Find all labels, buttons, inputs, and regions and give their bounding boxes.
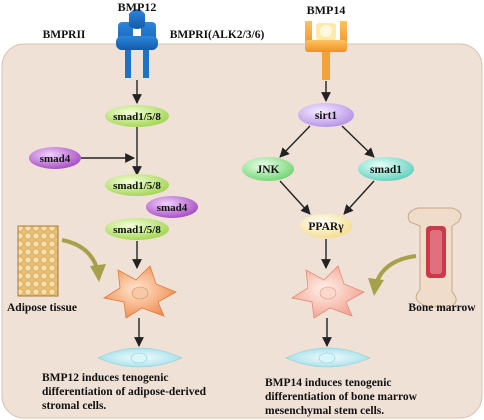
adipose-tissue-label: Adipose tissue bbox=[7, 302, 77, 314]
bone-marrow-label: Bone marrow bbox=[408, 302, 476, 314]
tenocyte-left-nucleus bbox=[130, 352, 148, 364]
smad158-label-c: smad1/5/8 bbox=[113, 224, 161, 236]
sirt1-node bbox=[298, 103, 354, 127]
tenocyte-right-nucleus bbox=[318, 352, 336, 364]
right-outcome-line3: mesenchymal stem cells. bbox=[265, 405, 384, 417]
stromal-cell-nucleus bbox=[131, 286, 149, 300]
bmpri-label: BMPRI(ALK2/3/6) bbox=[170, 29, 265, 41]
bone-marrow-image bbox=[407, 207, 462, 309]
ppar-gamma-label: PPARγ bbox=[308, 221, 344, 233]
arrow-jnk-to-ppar bbox=[279, 180, 311, 215]
bmprii-label: BMPRII bbox=[43, 29, 86, 41]
smad1-label: smad1 bbox=[370, 164, 402, 176]
left-outcome-line2: differentiation of adipose-derived bbox=[42, 386, 207, 398]
left-outcome-line3: stromal cells. bbox=[42, 400, 106, 412]
arrow-smad1-to-ppar bbox=[343, 180, 375, 215]
smad1-node bbox=[358, 157, 414, 181]
smad158-label-a: smad1/5/8 bbox=[113, 111, 161, 123]
ppar-gamma-node bbox=[300, 214, 352, 238]
arrow-sirt1-to-jnk bbox=[279, 125, 311, 158]
smad158-node-a bbox=[105, 105, 169, 127]
smad158-node-b bbox=[105, 174, 169, 196]
smad158-label-b: smad1/5/8 bbox=[113, 180, 161, 192]
sirt1-label: sirt1 bbox=[315, 110, 338, 122]
bmp12-label: BMP12 bbox=[118, 0, 157, 14]
adipose-tissue-image bbox=[17, 225, 59, 297]
bmp14-label: BMP14 bbox=[307, 3, 346, 17]
smad4-node-free bbox=[29, 147, 81, 169]
smad4-node-bound bbox=[146, 196, 198, 218]
bmp12-receptor bbox=[116, 9, 158, 78]
smad158-node-c bbox=[105, 218, 169, 240]
background-panel bbox=[1, 43, 483, 419]
left-outcome-line1: BMP12 induces tenogenic bbox=[42, 372, 169, 384]
right-outcome-line1: BMP14 induces tenogenic bbox=[265, 377, 392, 389]
adipose-arrow-head bbox=[90, 264, 106, 282]
right-outcome-line2: differentiation of bone marrow bbox=[265, 391, 418, 403]
jnk-label: JNK bbox=[257, 164, 280, 176]
arrow-sirt1-to-smad1 bbox=[341, 125, 375, 158]
smad4-label-free: smad4 bbox=[40, 153, 71, 165]
marrow-arrow-head bbox=[368, 278, 384, 296]
jnk-node bbox=[242, 157, 294, 181]
smad4-label-bound: smad4 bbox=[157, 202, 188, 214]
bmp14-receptor bbox=[305, 21, 347, 80]
marrow-cell-nucleus bbox=[319, 286, 337, 300]
